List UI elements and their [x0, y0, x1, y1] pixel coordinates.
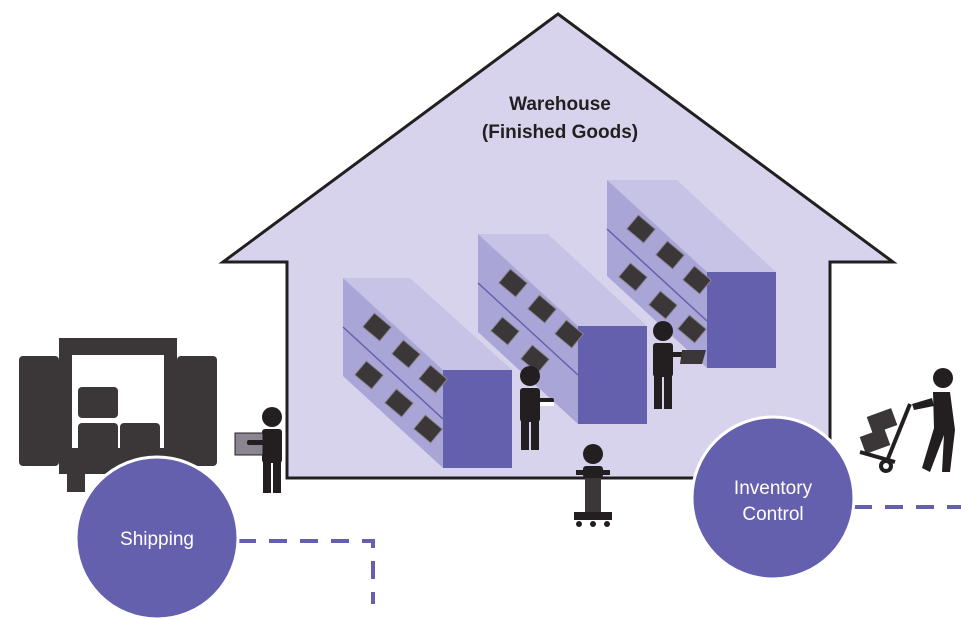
- shelf-unit-2: [477, 234, 647, 424]
- shipping-connector: [238, 539, 375, 604]
- inventory-box: [418, 364, 448, 394]
- inventory-box: [391, 339, 421, 369]
- inventory-box: [490, 316, 520, 346]
- inventory-box: [682, 265, 712, 295]
- shipping-label: Shipping: [120, 529, 194, 550]
- inventory-box: [362, 312, 392, 342]
- inventory-box: [626, 214, 656, 244]
- inventory-box: [527, 294, 557, 324]
- inventory-box: [618, 262, 648, 292]
- shipping-node: Shipping: [74, 455, 240, 619]
- pallet-jack-operator: [574, 444, 612, 527]
- worker-with-tablet: [653, 321, 706, 409]
- inventory-box: [648, 290, 678, 320]
- shelf-unit-1: [342, 278, 512, 468]
- inventory-box: [677, 314, 707, 344]
- inventory-label-line2: Control: [742, 504, 803, 525]
- inventory-box: [498, 268, 528, 298]
- worker-with-hand-truck-icon: [859, 368, 955, 473]
- inventory-box: [413, 414, 443, 444]
- warehouse-title-line2: (Finished Goods): [482, 122, 638, 143]
- inventory-box: [354, 360, 384, 390]
- inventory-box: [384, 388, 414, 418]
- warehouse-title-line1: Warehouse: [509, 94, 611, 115]
- inventory-control-node: Inventory Control: [690, 415, 856, 581]
- worker-carrying-package: [234, 407, 282, 493]
- inventory-box: [520, 344, 550, 374]
- shelf-unit-3: [606, 180, 776, 368]
- worker-with-clipboard: [520, 366, 554, 450]
- inventory-label-line1: Inventory: [734, 478, 813, 499]
- inventory-box: [554, 319, 584, 349]
- inventory-box: [655, 240, 685, 270]
